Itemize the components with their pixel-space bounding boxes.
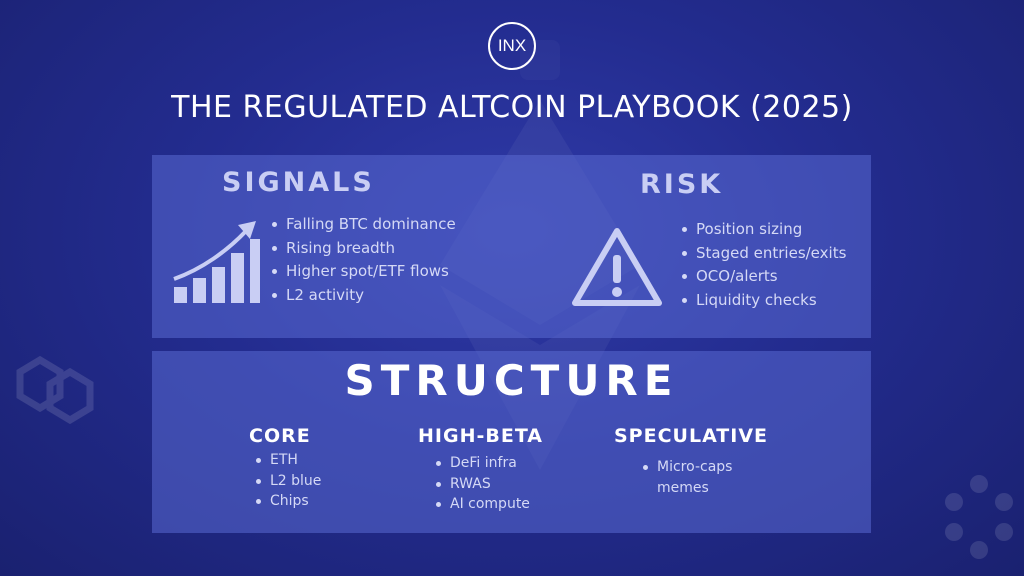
polkadot-watermark-icon (945, 475, 1013, 559)
speculative-list: Micro-caps memes (641, 457, 741, 498)
list-item: Higher spot/ETF flows (270, 260, 456, 284)
structure-panel (152, 351, 871, 533)
page-title: THE REGULATED ALTCOIN PLAYBOOK (2025) (171, 90, 853, 125)
signals-heading: SIGNALS (222, 167, 375, 198)
core-list: ETH L2 blue Chips (254, 450, 321, 512)
polygon-watermark-icon (16, 355, 94, 425)
risk-list: Position sizing Staged entries/exits OCO… (680, 218, 846, 312)
list-item: Position sizing (680, 218, 846, 242)
signals-risk-panel: SIGNALS Falling BTC dominance Rising bre… (152, 155, 871, 338)
list-item: L2 blue (254, 471, 321, 492)
list-item: RWAS (434, 474, 530, 495)
list-item: Micro-caps memes (641, 457, 741, 498)
list-item: Rising breadth (270, 237, 456, 261)
list-item: DeFi infra (434, 453, 530, 474)
list-item: ETH (254, 450, 321, 471)
signals-list: Falling BTC dominance Rising breadth Hig… (270, 213, 456, 307)
list-item: Chips (254, 491, 321, 512)
growth-chart-icon (173, 221, 260, 303)
high-beta-heading: HIGH-BETA (418, 425, 544, 447)
list-item: Falling BTC dominance (270, 213, 456, 237)
list-item: Staged entries/exits (680, 242, 846, 266)
list-item: Liquidity checks (680, 289, 846, 313)
list-item: L2 activity (270, 284, 456, 308)
core-heading: CORE (249, 425, 311, 447)
list-item: OCO/alerts (680, 265, 846, 289)
structure-heading: STRUCTURE (344, 356, 679, 405)
warning-triangle-icon (572, 228, 662, 306)
speculative-heading: SPECULATIVE (614, 425, 769, 447)
list-item: AI compute (434, 494, 530, 515)
high-beta-list: DeFi infra RWAS AI compute (434, 453, 530, 515)
inx-logo: INX (488, 22, 536, 70)
risk-heading: RISK (640, 169, 724, 200)
